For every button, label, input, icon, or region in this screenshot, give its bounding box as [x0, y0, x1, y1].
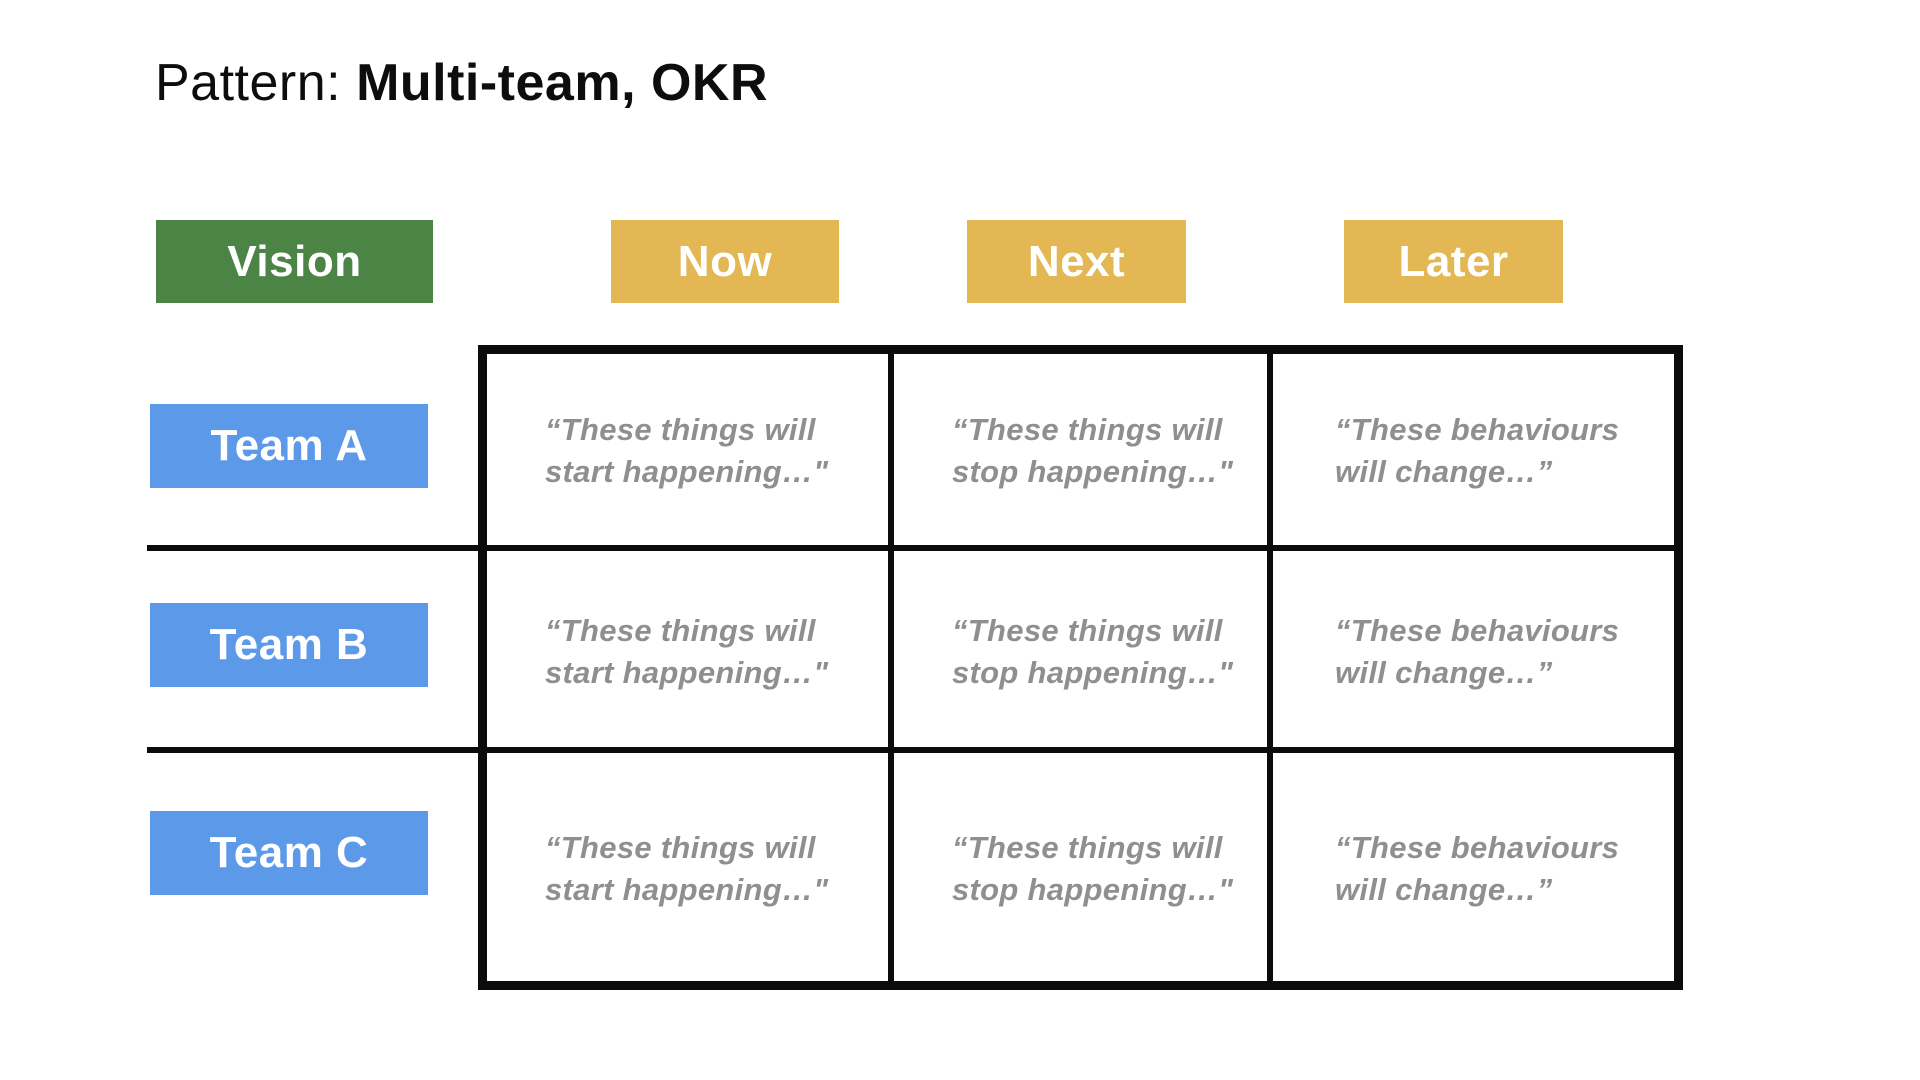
title-prefix: Pattern:	[155, 54, 357, 112]
column-header-next-label: Next	[1027, 236, 1126, 286]
column-header-now: Now	[611, 220, 839, 303]
row-header-team-c: Team C	[150, 811, 428, 895]
cell-text: “These behaviours will change…”	[1335, 412, 1620, 489]
column-header-next: Next	[967, 220, 1186, 303]
cell-team-b-later: “These behaviours will change…”	[1273, 554, 1674, 750]
column-divider-line-2	[1267, 354, 1273, 981]
column-header-later-label: Later	[1398, 236, 1509, 286]
cell-team-b-now: “These things will start happening…"	[487, 554, 888, 750]
cell-text: “These behaviours will change…”	[1335, 829, 1620, 907]
cell-team-c-later: “These behaviours will change…”	[1273, 756, 1674, 981]
okr-grid: “These things will start happening…" “Th…	[478, 345, 1683, 990]
column-header-later: Later	[1344, 220, 1563, 303]
row-header-team-a-label: Team A	[210, 421, 368, 470]
row-header-team-b-label: Team B	[209, 620, 369, 669]
column-header-now-label: Now	[677, 236, 773, 286]
vision-label: Vision	[227, 236, 362, 286]
cell-team-b-next: “These things will stop happening…"	[894, 554, 1267, 750]
column-divider-line-1	[888, 354, 894, 981]
row-divider-line-1	[147, 545, 1683, 551]
cell-team-a-next: “These things will stop happening…"	[894, 354, 1267, 548]
row-header-team-a: Team A	[150, 404, 428, 488]
cell-team-c-next: “These things will stop happening…"	[894, 756, 1267, 981]
cell-text: “These things will stop happening…"	[952, 829, 1234, 907]
row-divider-line-2	[147, 747, 1683, 753]
cell-text: “These behaviours will change…”	[1335, 613, 1620, 690]
cell-team-c-now: “These things will start happening…"	[487, 756, 888, 981]
row-header-team-b: Team B	[150, 603, 428, 687]
cell-text: “These things will start happening…"	[545, 412, 829, 489]
page-title: Pattern: Multi-team, OKR	[155, 52, 768, 114]
row-header-team-c-label: Team C	[209, 828, 369, 877]
cell-text: “These things will stop happening…"	[952, 412, 1234, 489]
vision-label-box: Vision	[156, 220, 433, 303]
cell-text: “These things will stop happening…"	[952, 613, 1234, 690]
title-emphasis: Multi-team, OKR	[356, 54, 769, 112]
cell-team-a-later: “These behaviours will change…”	[1273, 354, 1674, 548]
cell-text: “These things will start happening…"	[545, 613, 829, 690]
cell-team-a-now: “These things will start happening…"	[487, 354, 888, 548]
cell-text: “These things will start happening…"	[545, 829, 829, 907]
